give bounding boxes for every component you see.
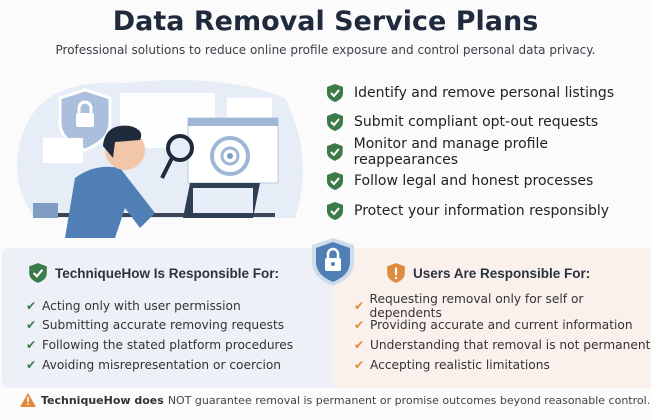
page-title: Data Removal Service Plans [112,6,539,37]
warning-icon [20,393,36,407]
feature-item: Identify and remove personal listings [326,78,651,108]
shield-check-icon [327,172,343,191]
check-icon: ✔ [354,337,365,352]
list-item: ✔Submitting accurate removing requests [26,318,285,333]
check-icon: ✔ [354,298,365,313]
feature-item: Submit compliant opt-out requests [326,108,651,138]
check-icon: ✔ [26,357,37,372]
shield-lock-icon [312,238,354,286]
list-item: ✔Providing accurate and current informat… [354,318,633,333]
shield-check-icon [327,83,343,102]
shield-check-icon [327,113,343,132]
shield-check-icon [326,142,343,161]
shield-check-icon [327,201,343,220]
shield-lock-icon [58,88,112,152]
feature-item: Protect your information responsibly [326,196,651,226]
check-icon: ✔ [26,337,37,352]
check-icon: ✔ [354,357,365,372]
users-heading: Users Are Responsible For: [413,265,591,281]
list-item: ✔Requesting removal only for self or dep… [354,291,584,320]
list-item: ✔Acting only with user permission [26,298,241,313]
check-icon: ✔ [26,318,37,333]
feature-item: Monitor and manage profile reappearances [326,136,651,168]
company-responsibilities-panel: TechniqueHow Is Responsible For: ✔Acting… [2,248,334,388]
privacy-illustration [17,80,303,238]
page-subtitle: Professional solutions to reduce online … [55,43,596,57]
company-heading: TechniqueHow Is Responsible For: [55,265,280,281]
list-item: ✔Avoiding misrepresentation or coercion [26,357,282,372]
list-item: ✔Understanding that removal is not perma… [354,337,651,352]
user-responsibilities-panel: Users Are Responsible For: ✔Requesting r… [334,248,651,388]
list-item: ✔Following the stated platform procedure… [26,337,294,352]
check-icon: ✔ [354,318,365,333]
feature-item: Follow legal and honest processes [326,167,651,197]
check-icon: ✔ [26,298,37,313]
list-item: ✔Accepting realistic limitations [354,357,550,372]
feature-list: Identify and remove personal listings Su… [326,78,651,226]
shield-check-icon [29,263,47,283]
warning-shield-icon [387,263,405,283]
